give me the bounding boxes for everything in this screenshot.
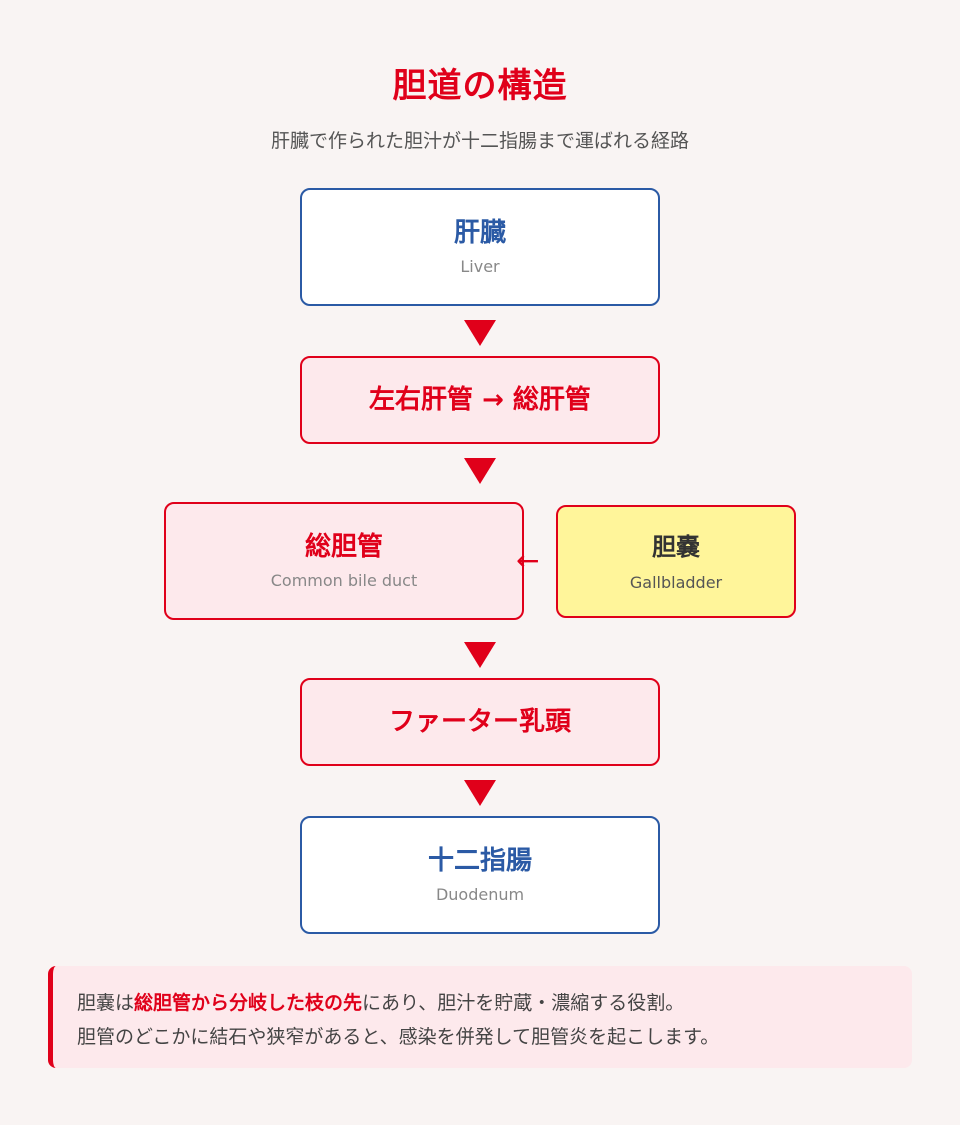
page-title: 胆道の構造 <box>392 66 568 106</box>
common-bile-duct-box: 総胆管 Common bile duct <box>164 502 524 620</box>
page-subtitle: 肝臓で作られた胆汁が十二指腸まで運ばれる経路 <box>270 130 689 152</box>
gallbladder-label: 胆嚢 <box>652 532 700 561</box>
down-arrow-icon <box>464 780 496 806</box>
papilla-box: ファーター乳頭 <box>300 678 660 766</box>
down-arrow-icon <box>464 320 496 346</box>
papilla-label: ファーター乳頭 <box>388 707 571 737</box>
left-arrow-icon: ← <box>516 544 540 577</box>
liver-label: 肝臓 <box>453 218 506 248</box>
note-line-2: 胆管のどこかに結石や狭窄があると、感染を併発して胆管炎を起こします。 <box>77 1026 720 1048</box>
hepatic-ducts-label: 左右肝管 → 総肝管 <box>369 385 591 415</box>
common-bile-duct-sublabel: Common bile duct <box>270 571 418 590</box>
duodenum-sublabel: Duodenum <box>435 885 525 904</box>
gallbladder-box: 胆嚢 Gallbladder <box>556 505 796 618</box>
note-box: 胆嚢は総胆管から分岐した枝の先にあり、胆汁を貯蔵・濃縮する役割。 胆管のどこかに… <box>48 966 912 1068</box>
common-bile-duct-label: 総胆管 <box>304 532 383 562</box>
down-arrow-icon <box>464 458 496 484</box>
note-line-1: 胆嚢は総胆管から分岐した枝の先にあり、胆汁を貯蔵・濃縮する役割。 <box>77 986 912 1020</box>
gallbladder-sublabel: Gallbladder <box>629 572 723 592</box>
liver-sublabel: Liver <box>460 257 500 276</box>
note-line-1-post: にあり、胆汁を貯蔵・濃縮する役割。 <box>362 992 685 1014</box>
duodenum-box: 十二指腸 Duodenum <box>300 816 660 934</box>
liver-box: 肝臓 Liver <box>300 188 660 306</box>
down-arrow-icon <box>464 642 496 668</box>
note-highlight: 総胆管から分岐した枝の先 <box>134 992 363 1014</box>
note-line-1-pre: 胆嚢は <box>77 992 135 1014</box>
hepatic-ducts-box: 左右肝管 → 総肝管 <box>300 356 660 444</box>
duodenum-label: 十二指腸 <box>427 846 532 876</box>
